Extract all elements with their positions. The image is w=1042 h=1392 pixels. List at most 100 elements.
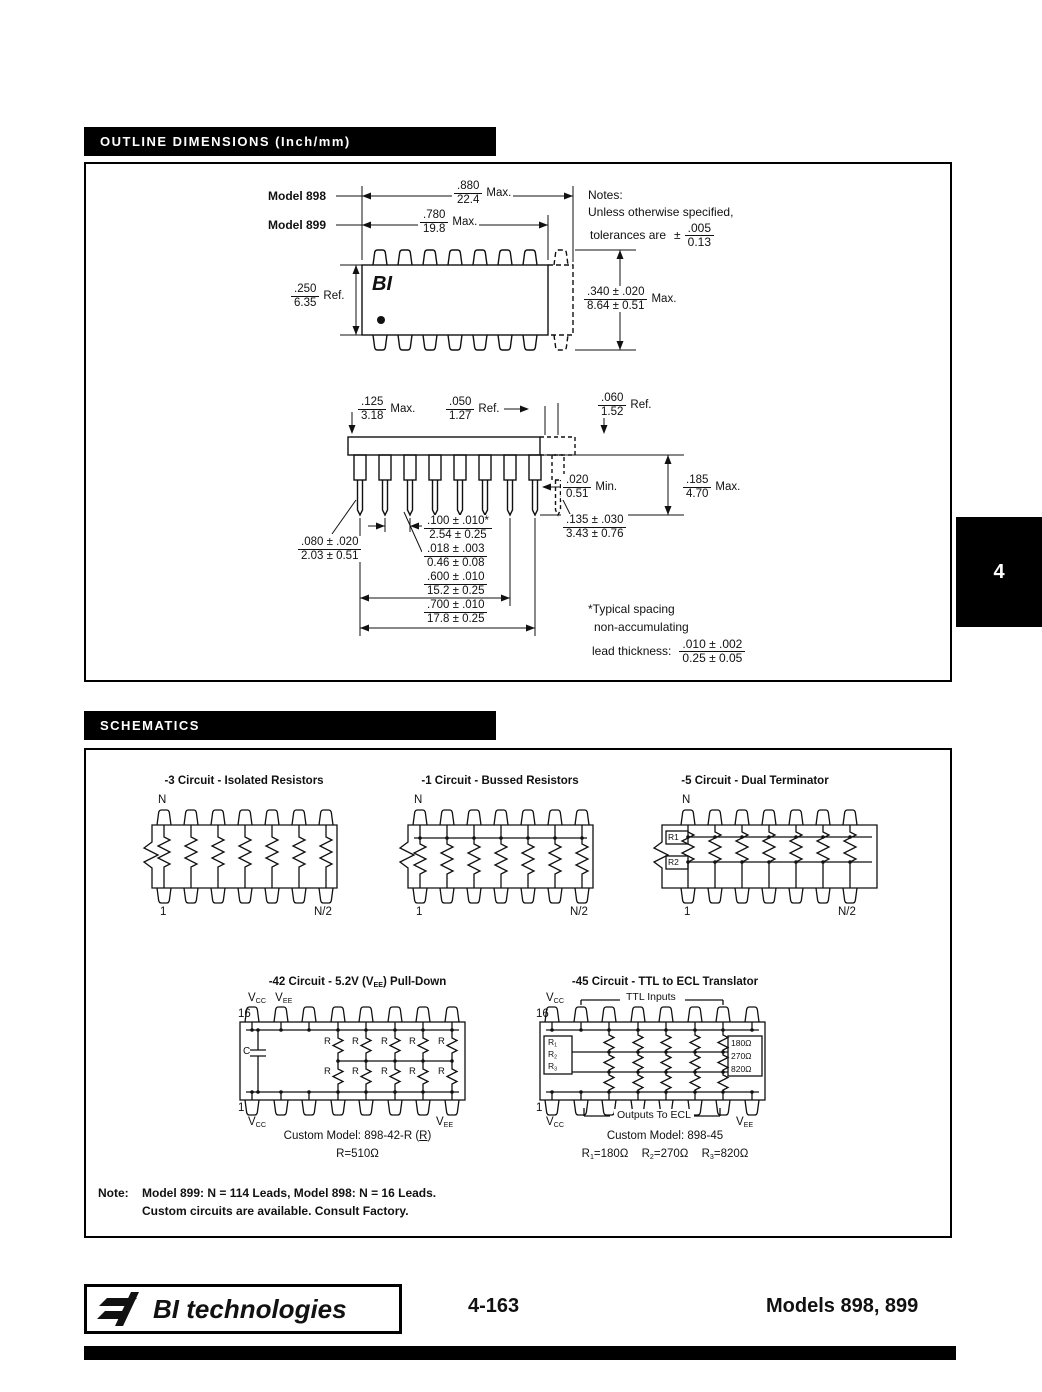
tr-custom-model: Custom Model: 898-45 [606, 1130, 724, 1142]
resistor-label: R [324, 1066, 331, 1077]
dim-suffix: Max. [715, 480, 741, 493]
dim-suffix: Max. [486, 186, 512, 199]
ic-body-side-view [347, 436, 541, 456]
tr-820-label: 820Ω [731, 1064, 752, 1074]
pd-body [239, 1021, 466, 1101]
bus-title: -1 Circuit - Bussed Resistors [421, 775, 579, 787]
dual-bus-lines [688, 836, 872, 863]
resistor-label: R [352, 1036, 359, 1047]
pd-vcc-vee-top: VCC VEE [248, 992, 293, 1005]
top-view-upper-pins [373, 250, 537, 265]
tr-body [539, 1021, 766, 1101]
dim-100: .100 ± .010*2.54 ± 0.25 [422, 515, 494, 542]
top-view-lower-pins [373, 335, 537, 350]
dual-r1-label: R1 [668, 832, 679, 842]
dim-suffix: Max. [452, 215, 478, 228]
page-side-tab: 4 [956, 517, 1042, 627]
resistor-label: R [409, 1066, 416, 1077]
dual-pinN2-label: N/2 [838, 906, 856, 918]
lead-thickness-label: lead thickness: [592, 644, 672, 659]
pd-pin16-label: 16 [238, 1008, 251, 1020]
outline-section-header: OUTLINE DIMENSIONS (Inch/mm) [84, 127, 496, 156]
resistor-label: R [324, 1036, 331, 1047]
dual-body [652, 824, 878, 889]
bus-body [398, 824, 594, 889]
dual-pin1-label: 1 [684, 906, 691, 918]
resistor-label: R [438, 1066, 445, 1077]
dual-title: -5 Circuit - Dual Terminator [681, 775, 829, 787]
resistor-label: R [352, 1066, 359, 1077]
junction-dots [250, 1028, 754, 1094]
dim-fraction: .100 ± .010*2.54 ± 0.25 [424, 515, 492, 541]
outputs-to-ecl-label: Outputs To ECL [614, 1109, 694, 1122]
iso-pin1-label: 1 [160, 906, 167, 918]
plus-minus-sign: ± [674, 228, 681, 243]
bus-pinN2-label: N/2 [570, 906, 588, 918]
schematics-drawing [142, 748, 878, 1117]
notes-line2: tolerances are [590, 228, 667, 243]
outline-drawing [331, 186, 684, 636]
resistor-label: R [381, 1036, 388, 1047]
tr-r2-label: R2 [548, 1049, 558, 1061]
notes-heading: Notes: [588, 188, 623, 202]
dual-r2-label: R2 [668, 857, 679, 867]
dim-suffix: Ref. [323, 289, 345, 302]
brand-logo-box: BI technologies [84, 1284, 402, 1334]
dim-suffix: Ref. [478, 402, 500, 415]
note-line1: Model 899: N = 114 Leads, Model 898: N =… [142, 1186, 437, 1200]
schematics-panel [84, 748, 952, 1238]
schematics-section-title: SCHEMATICS [100, 718, 200, 733]
iso-pinN2-label: N/2 [314, 906, 332, 918]
side-tab-number: 4 [993, 560, 1005, 583]
outputs-bracket [583, 1108, 721, 1117]
note-label: Note: [98, 1186, 129, 1200]
tr-pin1-label: 1 [536, 1102, 543, 1114]
model-898-ghost-outline [548, 249, 574, 351]
chip-brand-mark: BI [372, 273, 392, 295]
iso-body [142, 824, 338, 889]
pin1-indicator-dot [377, 316, 385, 324]
dimension-arrows [348, 192, 672, 632]
model-898-label: Model 898 [268, 189, 327, 203]
resistor-label: R [409, 1036, 416, 1047]
dim-suffix: Max. [390, 402, 416, 415]
pd-custom-model: Custom Model: 898-42-R (R) [283, 1130, 432, 1142]
tr-r3-label: R3 [548, 1061, 558, 1073]
dim-suffix: Min. [595, 480, 618, 493]
pd-title: -42 Circuit - 5.2V (VEE) Pull-Down [268, 976, 447, 989]
footer-rule [84, 1346, 956, 1360]
pd-r-value: R=510Ω [336, 1148, 379, 1160]
r-labels-box [543, 1035, 573, 1075]
iso-n-label: N [158, 794, 167, 806]
ttl-inputs-bracket [580, 999, 724, 1005]
tr-270-label: 270Ω [731, 1051, 752, 1061]
resistor-label: R [381, 1066, 388, 1077]
